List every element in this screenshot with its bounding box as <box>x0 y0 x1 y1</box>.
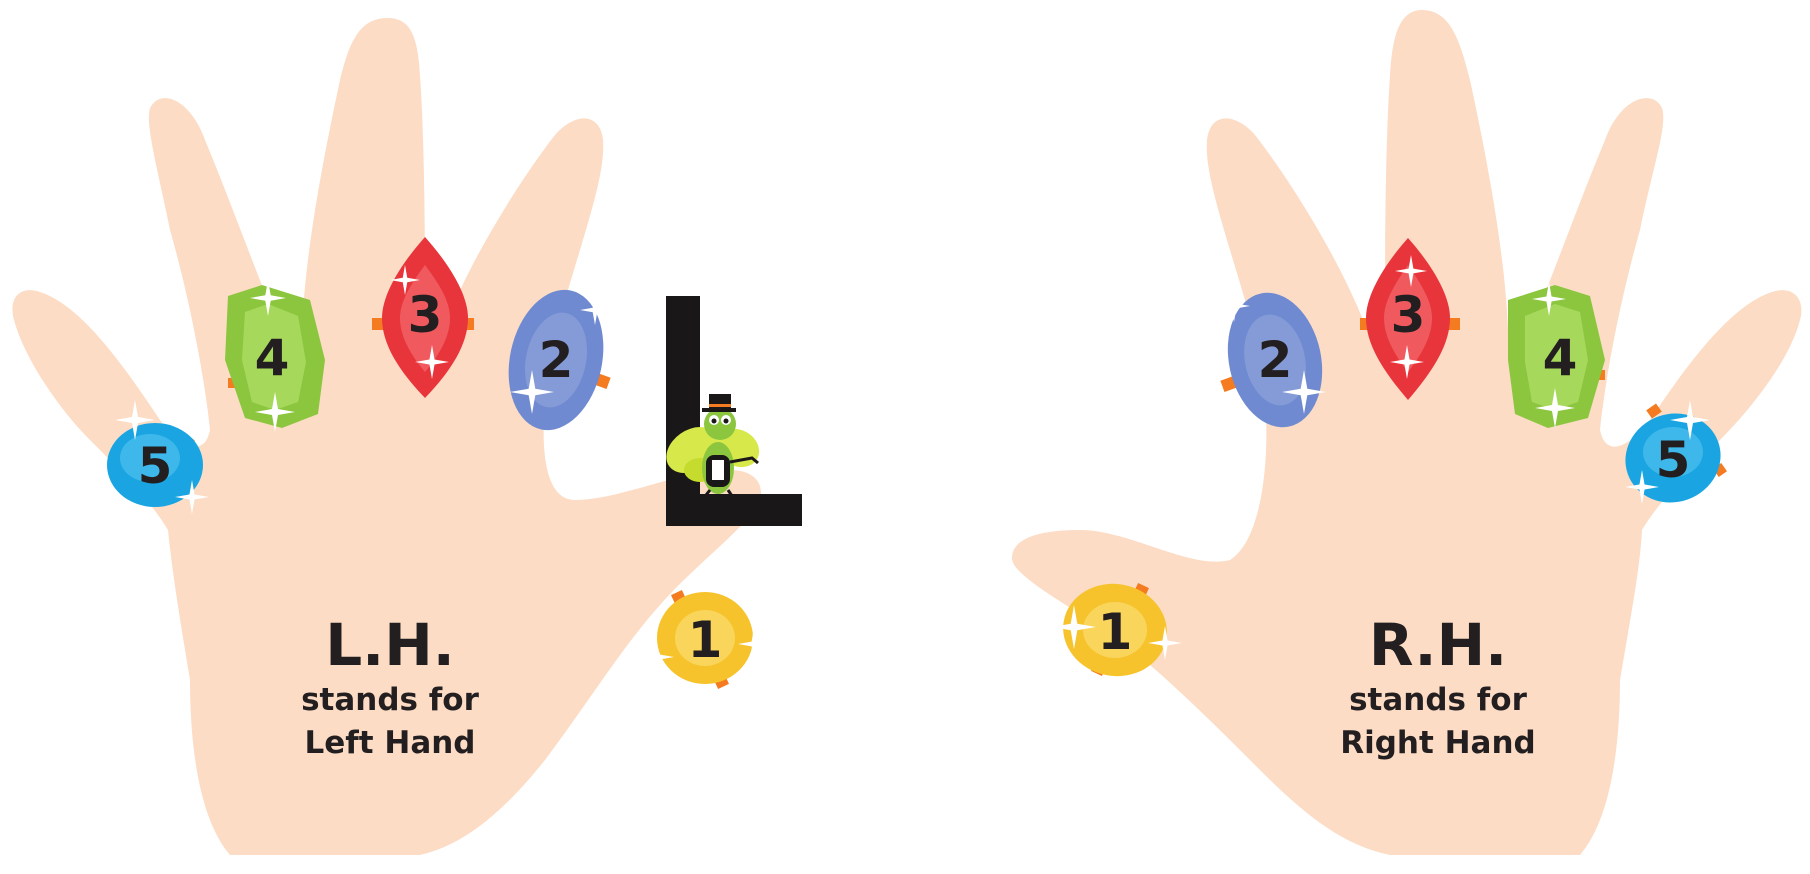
left-index-number: 2 <box>539 331 574 389</box>
left-hand-line2: Left Hand <box>305 725 476 761</box>
right-thumb-number: 1 <box>1098 603 1133 661</box>
left-hand-title: L.H. <box>325 611 455 679</box>
right-ring-gem: 4 <box>1508 282 1605 428</box>
right-ring-number: 4 <box>1543 329 1578 387</box>
right-hand-title: R.H. <box>1369 611 1507 679</box>
left-hand: 5 4 3 2 <box>12 18 770 855</box>
left-hand-line1: stands for <box>301 682 479 718</box>
right-hand: 2 3 4 5 <box>1012 10 1801 855</box>
right-index-number: 2 <box>1258 331 1293 389</box>
left-thumb-number: 1 <box>688 611 723 669</box>
right-hand-line2: Right Hand <box>1340 725 1536 761</box>
right-middle-number: 3 <box>1391 286 1426 344</box>
right-pinky-number: 5 <box>1656 431 1691 489</box>
right-hand-line1: stands for <box>1349 682 1527 718</box>
left-middle-number: 3 <box>408 286 443 344</box>
left-ring-number: 4 <box>255 329 290 387</box>
left-pinky-number: 5 <box>138 437 173 495</box>
